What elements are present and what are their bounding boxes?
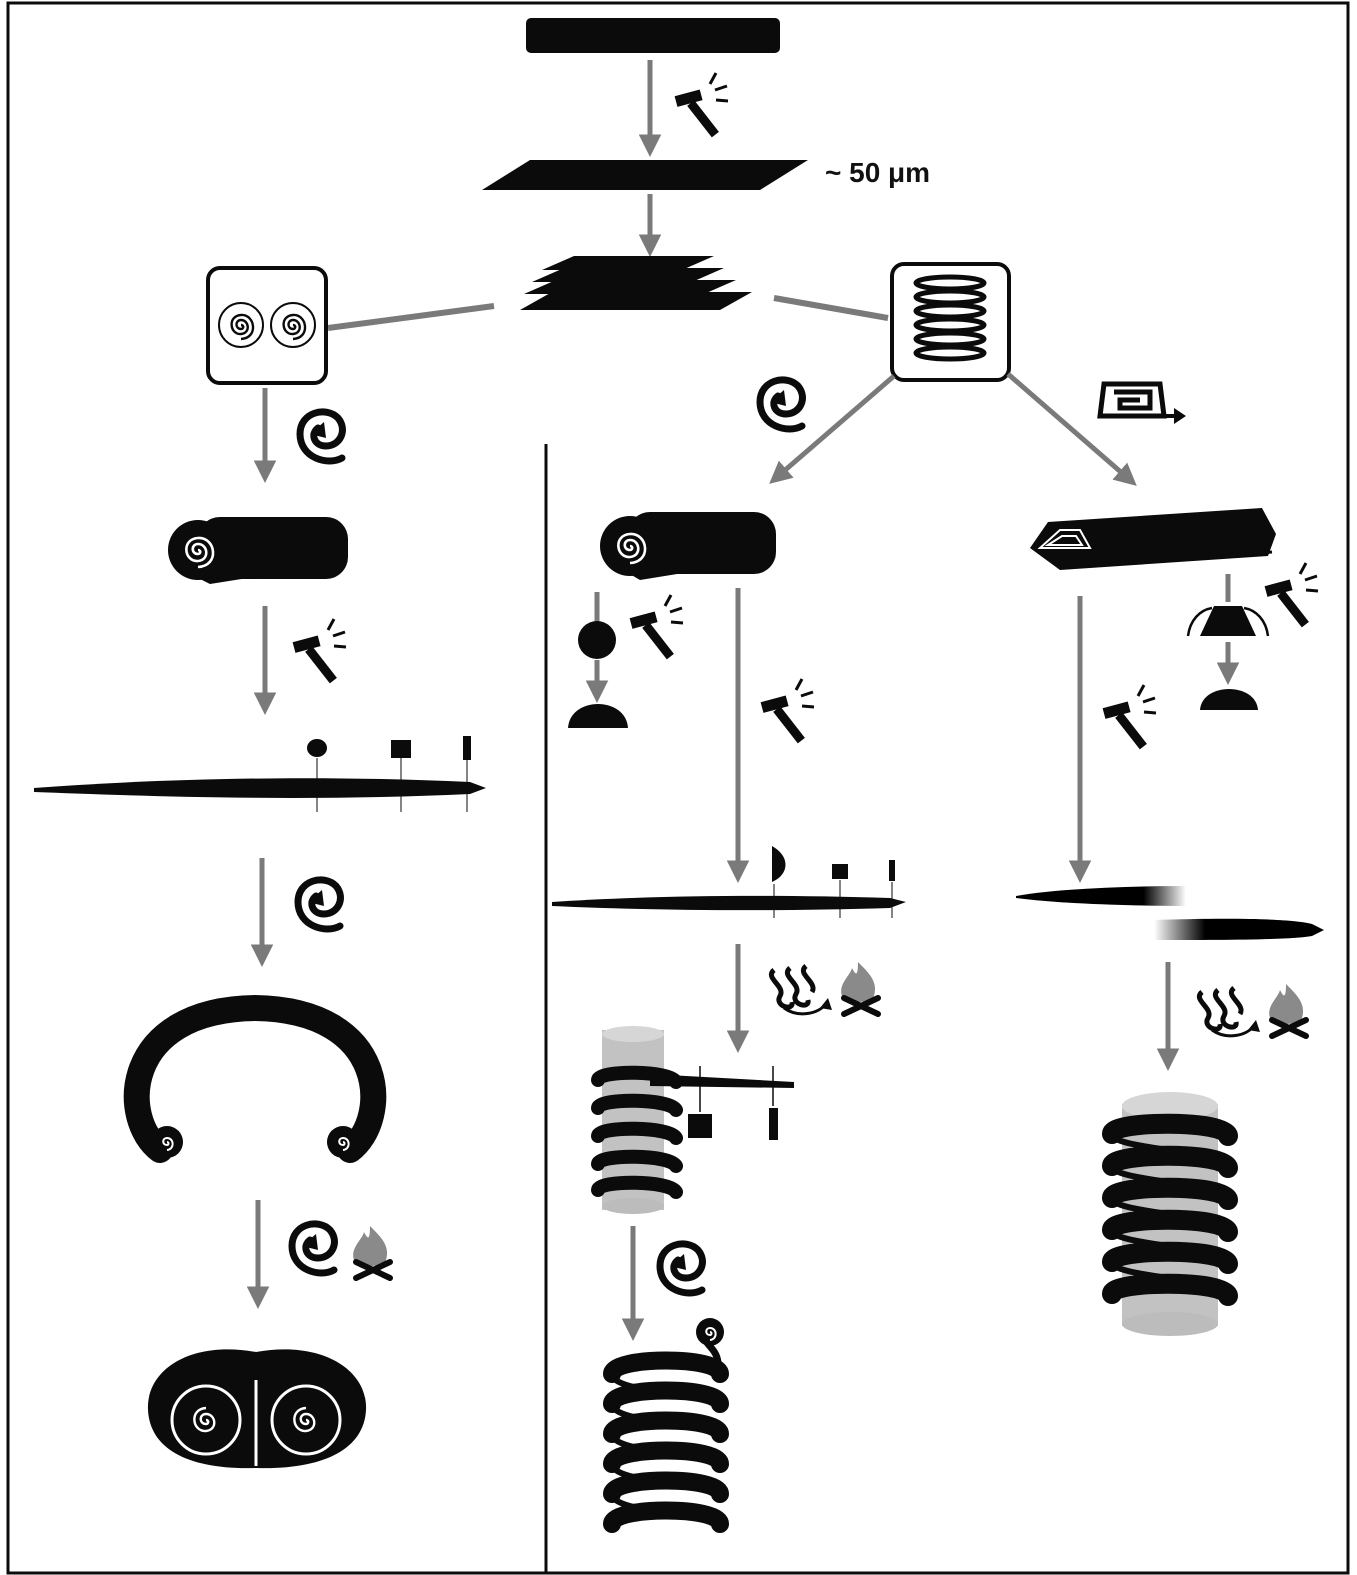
thin-foil-sheet [482, 160, 808, 190]
finished-spiral-coil [612, 1318, 724, 1524]
wire-on-mandrel-right [1112, 1092, 1228, 1336]
metal-bar [526, 18, 780, 53]
connector-stack-left [328, 306, 494, 328]
fire-icon [1269, 984, 1306, 1036]
fold-icon [1100, 384, 1186, 424]
rolled-foil-left [168, 517, 348, 584]
hammer-icon [630, 595, 683, 659]
bead-dome [568, 704, 628, 728]
connector-stack-right [774, 298, 888, 318]
hammered-rod-middle [552, 846, 906, 918]
folded-foil-bar [1030, 508, 1276, 570]
wire-coiling-on-mandrel [598, 1026, 794, 1214]
thickness-label: ~ 50 μm [825, 157, 930, 188]
rolled-foil-middle [600, 512, 776, 580]
press-die [1188, 606, 1268, 636]
hammer-icon [675, 73, 728, 137]
roll-icon [300, 412, 342, 461]
twist-icon [771, 966, 832, 1014]
bead-dome-right [1200, 689, 1258, 710]
roll-icon [292, 1224, 334, 1273]
arrow-helix-to-folded [1008, 374, 1130, 480]
hammered-rod-left [34, 736, 486, 812]
fire-icon [841, 962, 878, 1014]
fire-icon [353, 1226, 390, 1278]
stacked-foils [520, 256, 752, 310]
arched-wire [137, 1008, 373, 1158]
roll-icon [298, 880, 340, 929]
double-spiral-icon [208, 268, 326, 383]
tapered-wire-pieces [1016, 886, 1324, 940]
helix-icon [892, 264, 1009, 380]
hammer-icon [761, 679, 814, 743]
hammer-icon [1103, 685, 1156, 749]
twist-icon [1199, 988, 1260, 1036]
roll-icon [760, 380, 802, 429]
roll-icon [660, 1244, 702, 1293]
hammer-icon [1265, 563, 1318, 627]
hammer-icon [293, 619, 346, 683]
bead-sphere [578, 621, 616, 659]
double-spiral-ornament [148, 1349, 366, 1468]
